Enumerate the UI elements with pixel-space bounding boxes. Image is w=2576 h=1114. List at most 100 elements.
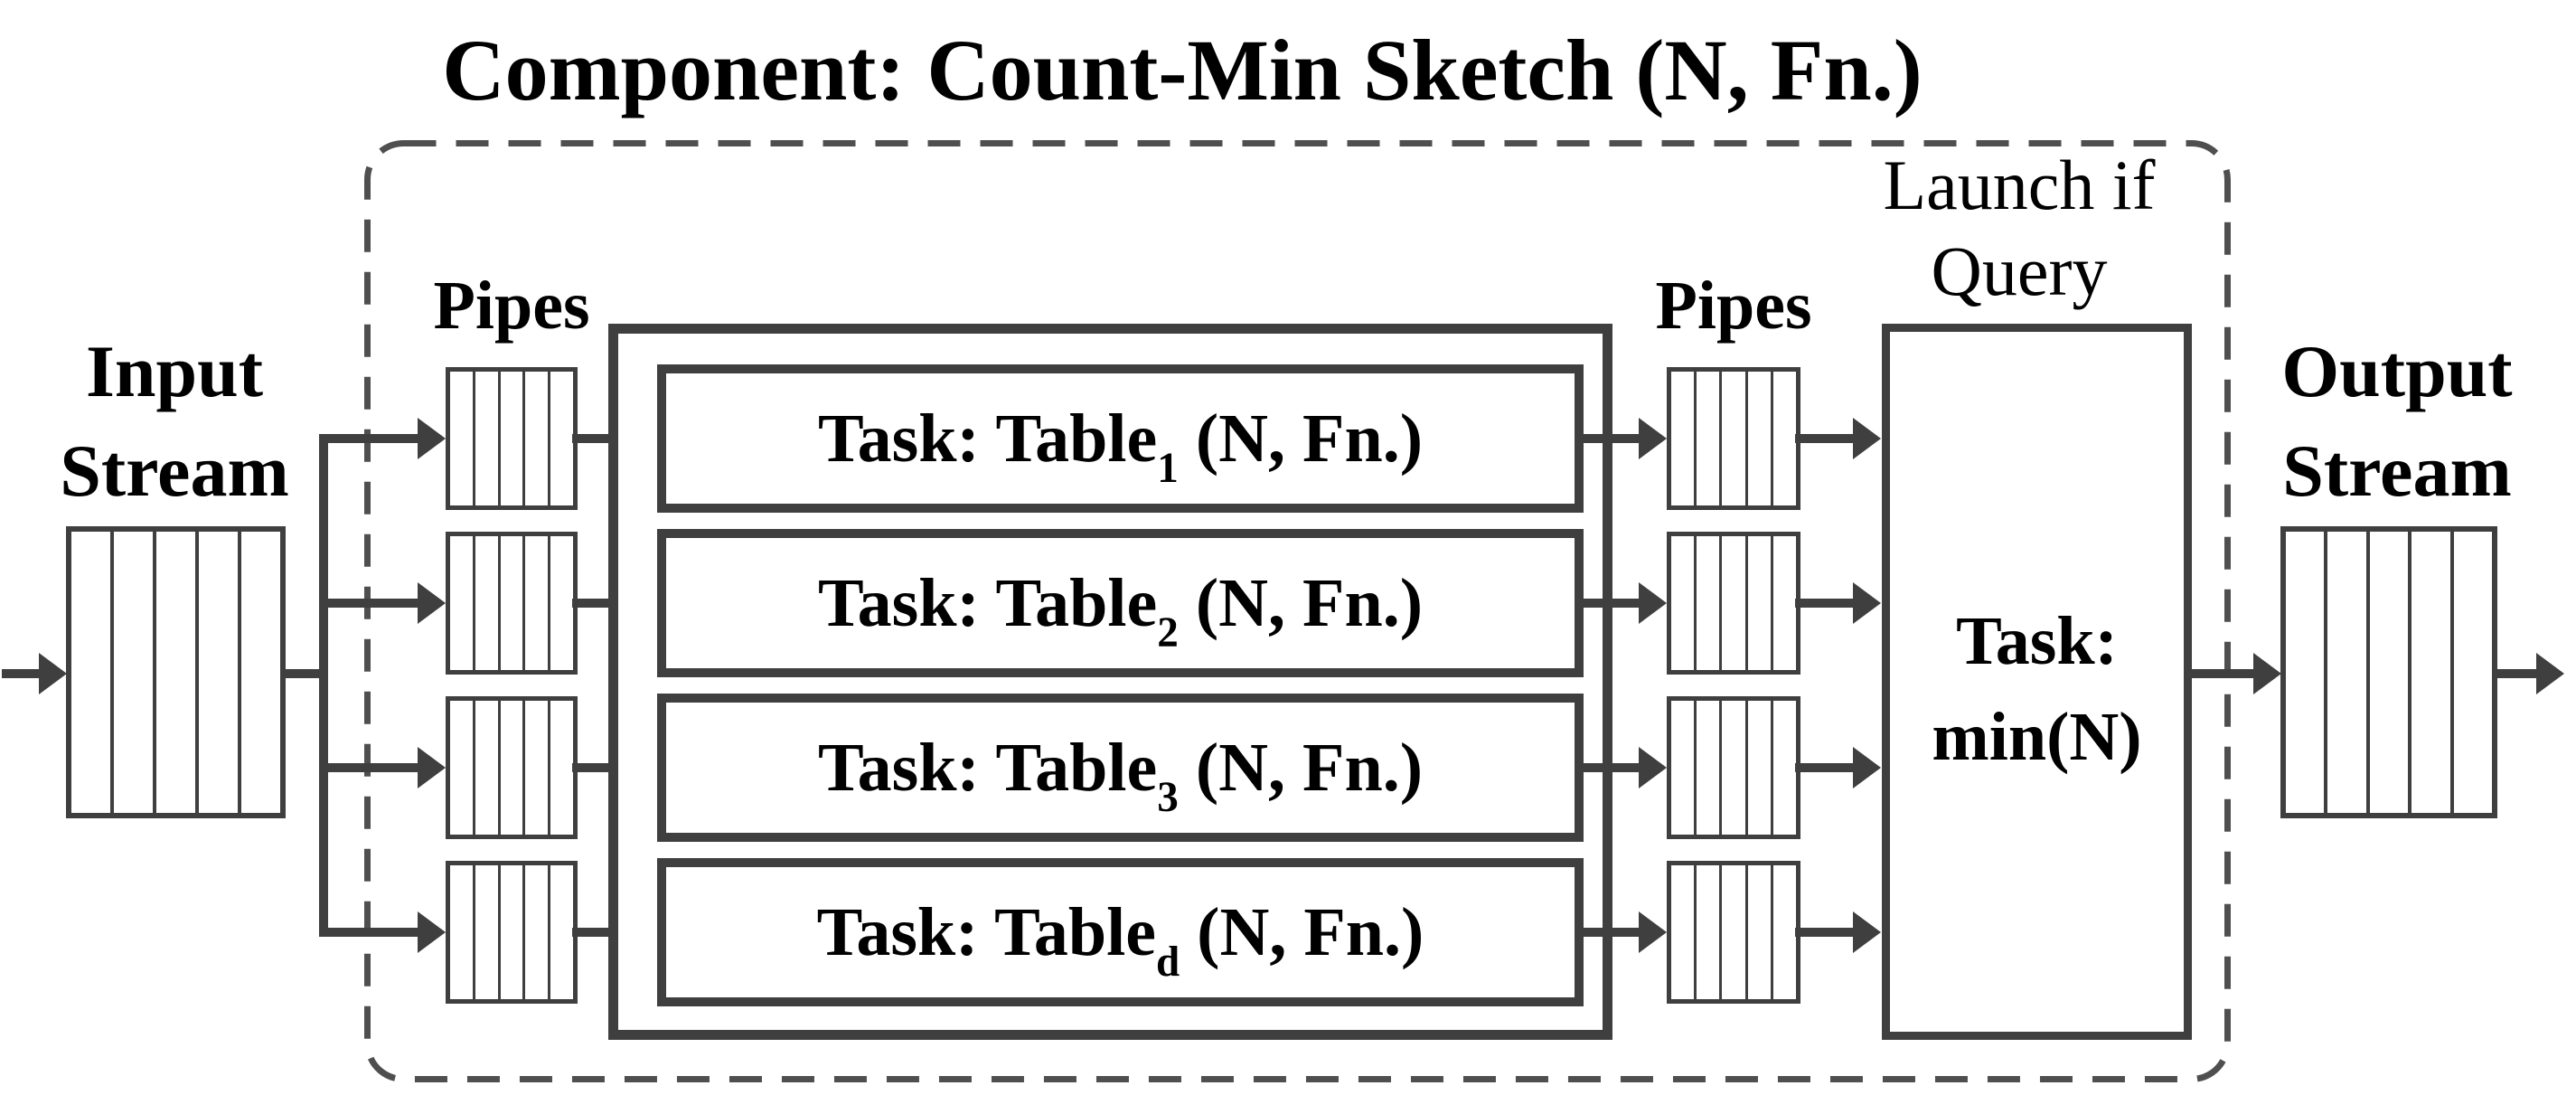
pipe-to-task-arrow-line <box>572 928 630 937</box>
pipe-to-min-arrow-line <box>1795 928 1855 937</box>
pipe-queue-left <box>446 367 578 510</box>
queue-cell <box>501 701 526 835</box>
task-label-prefix: Task: Table <box>817 729 1158 806</box>
output-stream-queue <box>2280 526 2497 818</box>
min-to-output-arrow-line <box>2192 669 2255 678</box>
input-stream-label: Input Stream <box>60 322 289 521</box>
queue-cell <box>525 865 551 999</box>
queue-cell <box>1697 372 1723 505</box>
pipe-to-min-arrow-line <box>1795 763 1855 772</box>
pipe-to-task-arrow-line <box>572 763 630 772</box>
queue-cell <box>501 536 526 670</box>
queue-cell <box>2411 532 2454 813</box>
queue-cell <box>550 536 573 670</box>
task-box-table-d: Task: Tabled (N, Fn.) <box>657 858 1584 1006</box>
queue-cell <box>1748 372 1773 505</box>
task-label: Task: Table3 (N, Fn.) <box>817 729 1424 819</box>
task-label-suffix: (N, Fn.) <box>1180 893 1424 970</box>
task-label-prefix: Task: Table <box>817 564 1158 641</box>
queue-cell <box>2286 532 2328 813</box>
queue-cell <box>525 372 551 505</box>
queue-cell <box>241 532 280 813</box>
branch-arrow-line <box>319 928 418 937</box>
launch-note-line1: Launch if <box>1883 146 2156 224</box>
min-to-output-arrow-head-icon <box>2253 653 2281 694</box>
queue-cell <box>1773 372 1796 505</box>
task-to-pipe-arrow-line <box>1580 763 1641 772</box>
queue-cell <box>2454 532 2492 813</box>
queue-cell <box>1722 865 1748 999</box>
queue-cell <box>1697 865 1723 999</box>
task-label-prefix: Task: Table <box>816 893 1156 970</box>
pipes-right-label: Pipes <box>1655 268 1812 344</box>
pipe-to-task-arrow-line <box>572 599 630 608</box>
queue-cell <box>2370 532 2412 813</box>
pipe-queue-right <box>1667 367 1800 510</box>
pipe-queue-right <box>1667 861 1800 1004</box>
branch-arrow-head-icon <box>418 747 446 788</box>
queue-cell <box>1671 701 1697 835</box>
task-to-pipe-arrow-head-icon <box>1639 911 1667 953</box>
task-box-table-3: Task: Table3 (N, Fn.) <box>657 694 1584 842</box>
task-label: Task: Table1 (N, Fn.) <box>818 400 1424 490</box>
task-to-pipe-arrow-head-icon <box>1639 418 1667 459</box>
pipe-to-min-arrow-head-icon <box>1853 418 1881 459</box>
task-label: Task: Tabled (N, Fn.) <box>816 893 1424 984</box>
queue-cell <box>450 701 475 835</box>
queue-cell <box>501 865 526 999</box>
task-label-subscript: 1 <box>1157 445 1179 493</box>
task-label: Task: Table2 (N, Fn.) <box>817 564 1424 655</box>
queue-cell <box>71 532 114 813</box>
queue-cell <box>2327 532 2370 813</box>
queue-cell <box>114 532 156 813</box>
output-arrow-line <box>2496 669 2537 678</box>
queue-cell <box>450 372 475 505</box>
input-stream-label-line2: Stream <box>60 430 289 512</box>
task-label-suffix: (N, Fn.) <box>1178 564 1424 641</box>
component-boundary-rect <box>364 140 2231 1082</box>
task-label-subscript: d <box>1155 939 1180 987</box>
pipe-to-task-arrow-line <box>572 434 630 443</box>
queue-cell <box>450 536 475 670</box>
task-to-pipe-arrow-head-icon <box>1639 747 1667 788</box>
queue-cell <box>1697 536 1723 670</box>
input-stream-label-line1: Input <box>85 330 264 412</box>
queue-cell <box>1697 701 1723 835</box>
queue-cell <box>1722 536 1748 670</box>
launch-note-line2: Query <box>1931 231 2108 310</box>
branch-arrow-line <box>319 763 418 772</box>
pipes-left-label: Pipes <box>433 268 590 344</box>
input-stream-queue <box>66 526 286 818</box>
pipe-queue-left <box>446 696 578 839</box>
queue-cell <box>475 536 501 670</box>
task-label-subscript: 3 <box>1157 774 1179 822</box>
task-to-pipe-arrow-line <box>1580 928 1641 937</box>
task-label-suffix: (N, Fn.) <box>1178 729 1424 806</box>
task-label-suffix: (N, Fn.) <box>1178 400 1424 477</box>
queue-cell <box>525 536 551 670</box>
launch-note: Launch if Query <box>1883 142 2155 314</box>
output-stream-label-line1: Output <box>2281 330 2513 412</box>
task-label-subscript: 2 <box>1157 609 1179 657</box>
pipe-to-min-arrow-head-icon <box>1853 747 1881 788</box>
queue-cell <box>501 372 526 505</box>
input-connector-line <box>286 669 328 678</box>
output-arrow-head-icon <box>2536 653 2564 694</box>
queue-cell <box>550 372 573 505</box>
queue-cell <box>450 865 475 999</box>
queue-cell <box>1773 865 1796 999</box>
task-to-pipe-arrow-line <box>1580 599 1641 608</box>
task-box-table-2: Task: Table2 (N, Fn.) <box>657 529 1584 677</box>
pipe-queue-right <box>1667 696 1800 839</box>
queue-cell <box>156 532 199 813</box>
queue-cell <box>475 865 501 999</box>
queue-cell <box>1671 865 1697 999</box>
queue-cell <box>1671 536 1697 670</box>
input-arrow-head-icon <box>39 653 67 694</box>
queue-cell <box>1773 536 1796 670</box>
task-box-table-1: Task: Table1 (N, Fn.) <box>657 364 1584 513</box>
pipe-queue-left <box>446 861 578 1004</box>
pipe-queue-right <box>1667 532 1800 675</box>
